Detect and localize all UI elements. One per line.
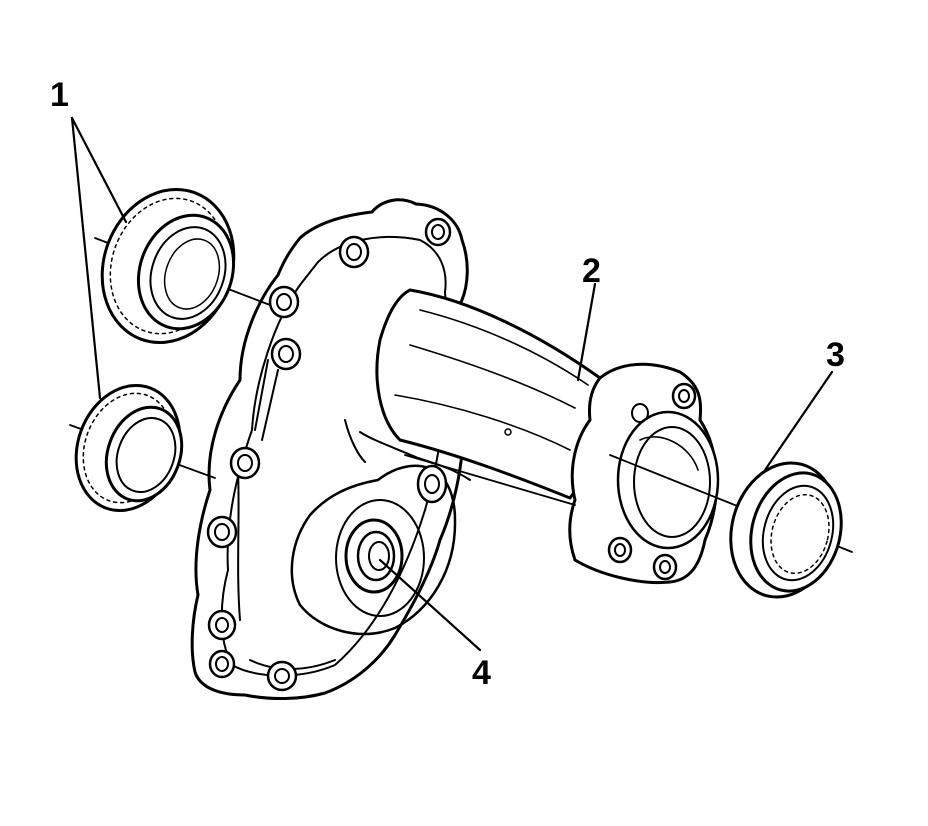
axle-tube-seal <box>729 461 843 599</box>
differential-housing <box>190 198 720 700</box>
housing-bolt-holes <box>206 217 452 692</box>
callout-3: 3 <box>826 336 845 374</box>
callout-2: 2 <box>582 252 601 290</box>
side-bearing-lower <box>74 383 184 513</box>
callout-1: 1 <box>50 76 69 114</box>
callout-4: 4 <box>472 654 491 692</box>
callout-labels: 1 2 3 4 <box>50 76 845 692</box>
side-bearing-upper <box>100 188 236 344</box>
leader-lines <box>70 116 834 652</box>
